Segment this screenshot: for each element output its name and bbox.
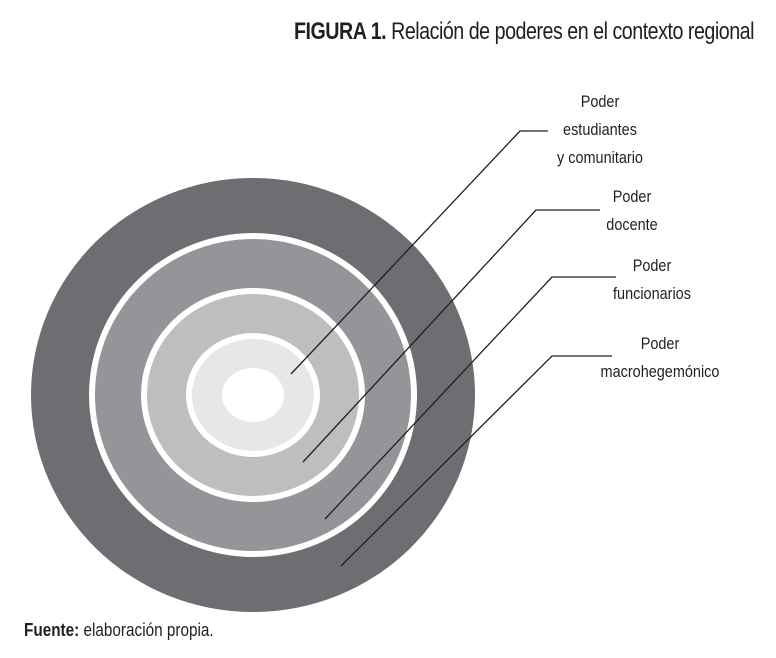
label-macrohegemonico: Poder macrohegemónico bbox=[588, 330, 733, 386]
leader-line-funcionarios bbox=[324, 276, 616, 520]
figure-source: Fuente: elaboración propia. bbox=[24, 620, 214, 641]
figure-number: FIGURA 1. bbox=[293, 18, 387, 45]
label-line: macrohegemónico bbox=[600, 362, 720, 381]
source-label: Fuente: bbox=[24, 620, 80, 640]
label-line: y comunitario bbox=[557, 148, 643, 167]
leader-line-estudiantes bbox=[290, 130, 548, 375]
center-core bbox=[222, 368, 284, 422]
label-line: Poder bbox=[632, 256, 672, 275]
source-text: elaboración propia. bbox=[79, 620, 214, 640]
label-line: Poder bbox=[580, 92, 620, 111]
label-estudiantes: Poder estudiantes y comunitario bbox=[541, 88, 660, 172]
leader-line-macrohegemonico bbox=[340, 355, 612, 567]
figure-title: FIGURA 1. Relación de poderes en el cont… bbox=[294, 18, 754, 46]
label-docente: Poder docente bbox=[581, 183, 683, 239]
figure-title-text: Relación de poderes en el contexto regio… bbox=[386, 18, 754, 45]
label-line: funcionarios bbox=[613, 284, 691, 303]
label-line: Poder bbox=[612, 187, 652, 206]
leader-line-docente bbox=[302, 209, 600, 463]
label-line: docente bbox=[606, 215, 658, 234]
label-line: Poder bbox=[640, 334, 680, 353]
label-funcionarios: Poder funcionarios bbox=[593, 252, 712, 308]
label-line: estudiantes bbox=[563, 120, 637, 139]
